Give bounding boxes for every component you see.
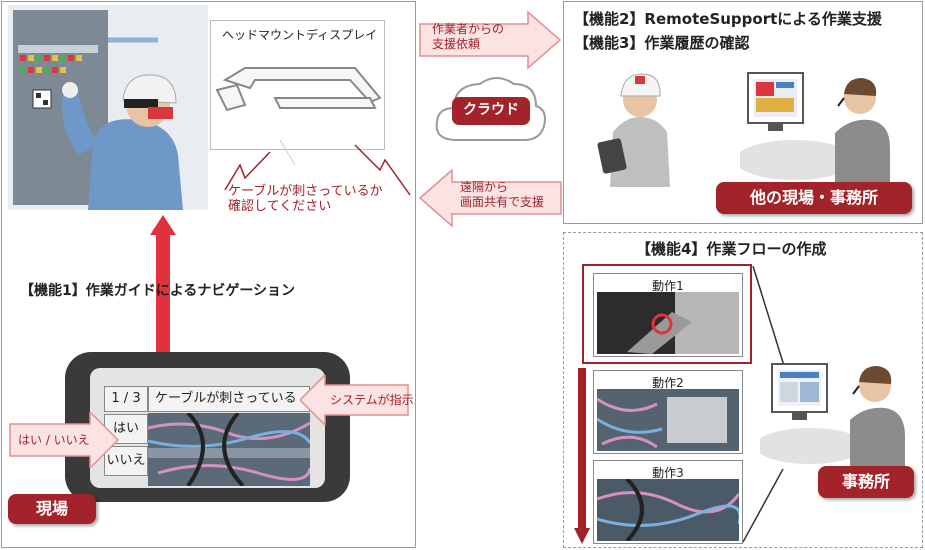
office-badge: 事務所 — [818, 466, 914, 498]
answer-callout-arrow — [9, 412, 120, 468]
tablet-cable-photo — [148, 413, 310, 486]
request-text-line2: 支援依頼 — [432, 37, 481, 51]
flow-panel — [563, 232, 923, 548]
flow-step-3[interactable]: 動作3 — [593, 460, 743, 544]
flow-operator-illustration — [760, 363, 905, 473]
bubble-text: ケーブルが刺さっているか 確認してください — [228, 184, 383, 214]
answer-callout-text: はい / いいえ — [18, 433, 90, 447]
flow-step-2[interactable]: 動作2 — [593, 370, 743, 454]
system-callout-arrow — [300, 375, 409, 425]
remote-support-text: 遠隔から 画面共有で支援 — [460, 180, 544, 210]
worker-illustration — [8, 5, 208, 210]
request-text: 作業者からの 支援依頼 — [432, 22, 504, 52]
up-arrow — [150, 215, 176, 355]
remote-badge: 他の現場・事務所 — [716, 182, 912, 214]
flow-step-1-label: 動作1 — [652, 279, 684, 293]
flow-connector-lines — [743, 265, 786, 543]
speech-lines — [224, 140, 411, 196]
hmd-glasses-icon — [215, 67, 382, 112]
feature1-title: 【機能1】作業ガイドによるナビゲーション — [20, 283, 296, 299]
field-worker-illustration — [597, 73, 670, 187]
flow-step-3-label: 動作3 — [652, 466, 684, 480]
remote-title-line1: 【機能2】RemoteSupportによる作業支援 — [574, 10, 882, 28]
cloud-icon — [435, 77, 546, 141]
flow-step-2-photo — [597, 389, 739, 451]
bubble-text-line1: ケーブルが刺さっているか — [228, 184, 383, 199]
flow-step-1-highlight — [582, 264, 752, 364]
site-badge: 現場 — [8, 494, 96, 524]
remote-support-line1: 遠隔から — [460, 180, 509, 194]
tablet-no-button[interactable]: いいえ — [104, 446, 148, 476]
flow-step-1-photo — [597, 292, 739, 354]
remote-support-arrow — [418, 168, 562, 228]
tablet-question: ケーブルが刺さっているか — [148, 386, 310, 430]
flow-title: 【機能4】作業フローの作成 — [636, 240, 827, 258]
flow-step-3-photo — [597, 479, 739, 541]
system-callout-text: システムが指示 — [330, 393, 414, 407]
bubble-text-line2: 確認してください — [228, 199, 332, 214]
cloud-label: クラウド — [463, 102, 519, 118]
remote-title-line2: 【機能3】作業履歴の確認 — [574, 34, 750, 52]
request-arrow — [419, 10, 562, 70]
office-operator-illustration — [740, 72, 890, 188]
flow-step-1[interactable]: 動作1 — [593, 273, 743, 357]
request-text-line1: 作業者からの — [432, 22, 505, 36]
hmd-label: ヘッドマウントディスプレイ — [222, 28, 378, 42]
flow-down-arrow — [574, 368, 590, 544]
remote-support-line2: 画面共有で支援 — [460, 195, 545, 209]
tablet-step: 1 / 3 — [104, 386, 148, 412]
flow-step-2-label: 動作2 — [652, 376, 684, 390]
